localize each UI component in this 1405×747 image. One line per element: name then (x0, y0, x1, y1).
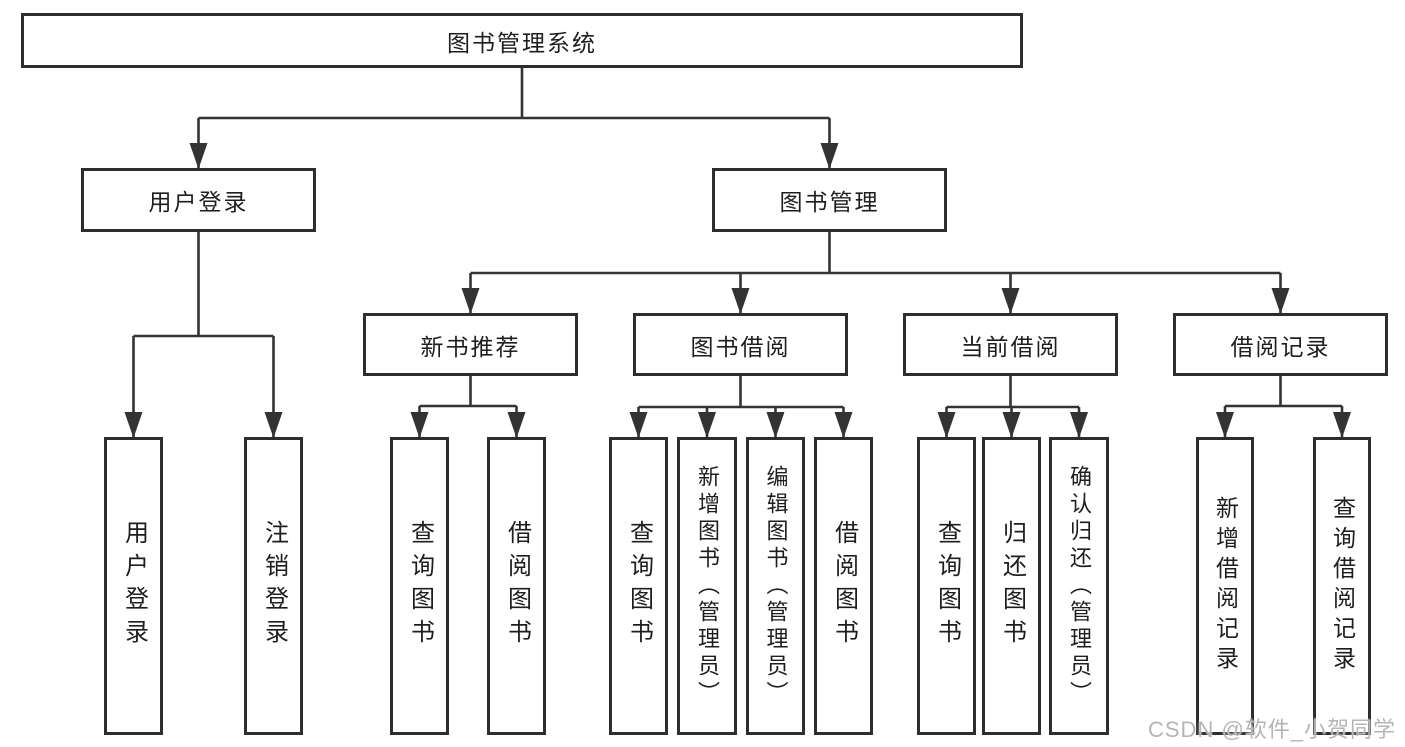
node-user-login-label: 用户登录 (148, 189, 249, 215)
leaf-br-query-record-label: 查询借阅记录 (1329, 496, 1356, 676)
leaf-nbr-query-books: 查询图书 (390, 437, 449, 735)
node-borrow-records: 借阅记录 (1173, 313, 1388, 376)
node-new-book-recommend-label: 新书推荐 (420, 333, 521, 360)
leaf-br-add-record-label: 新增借阅记录 (1212, 496, 1239, 676)
leaf-cb-confirm-return-admin: 确认归还（管理员） (1049, 437, 1109, 735)
leaf-user-login-label: 用户登录 (120, 520, 148, 652)
connector-arrows (124, 118, 1351, 438)
node-borrow-records-label: 借阅记录 (1230, 333, 1331, 360)
node-book-borrow: 图书借阅 (633, 313, 848, 376)
leaf-cb-query-books-label: 查询图书 (933, 520, 961, 652)
leaf-nbr-query-books-label: 查询图书 (406, 520, 434, 652)
leaf-br-add-record: 新增借阅记录 (1196, 437, 1254, 735)
node-book-management-label: 图书管理 (779, 189, 880, 215)
leaf-bb-add-books-admin-label: 新增图书（管理员） (695, 464, 720, 708)
node-root: 图书管理系统 (21, 13, 1023, 68)
node-root-label: 图书管理系统 (447, 29, 597, 56)
leaf-cb-return-books-label: 归还图书 (998, 520, 1026, 652)
leaf-bb-borrow-books: 借阅图书 (814, 437, 873, 735)
node-book-borrow-label: 图书借阅 (690, 333, 791, 360)
leaf-logout: 注销登录 (244, 437, 303, 735)
leaf-bb-borrow-books-label: 借阅图书 (830, 520, 858, 652)
leaf-nbr-borrow-books: 借阅图书 (487, 437, 546, 735)
node-current-borrow: 当前借阅 (903, 313, 1118, 376)
connector-trunks (133, 68, 1342, 409)
leaf-bb-edit-books-admin-label: 编辑图书（管理员） (763, 464, 789, 708)
leaf-bb-query-books: 查询图书 (609, 437, 668, 735)
node-user-login: 用户登录 (81, 168, 316, 232)
leaf-cb-query-books: 查询图书 (917, 437, 976, 735)
node-book-management: 图书管理 (712, 168, 947, 232)
node-current-borrow-label: 当前借阅 (960, 333, 1061, 360)
leaf-logout-label: 注销登录 (260, 520, 288, 652)
leaf-nbr-borrow-books-label: 借阅图书 (503, 520, 531, 652)
watermark: CSDN @软件_小贺同学 (1148, 717, 1397, 742)
node-new-book-recommend: 新书推荐 (363, 313, 578, 376)
leaf-br-query-record: 查询借阅记录 (1313, 437, 1371, 735)
leaf-cb-return-books: 归还图书 (982, 437, 1041, 735)
leaf-user-login: 用户登录 (104, 437, 163, 735)
leaf-bb-edit-books-admin: 编辑图书（管理员） (746, 437, 805, 735)
leaf-bb-add-books-admin: 新增图书（管理员） (677, 437, 737, 735)
leaf-bb-query-books-label: 查询图书 (625, 520, 653, 652)
leaf-cb-confirm-return-admin-label: 确认归还（管理员） (1067, 464, 1092, 708)
